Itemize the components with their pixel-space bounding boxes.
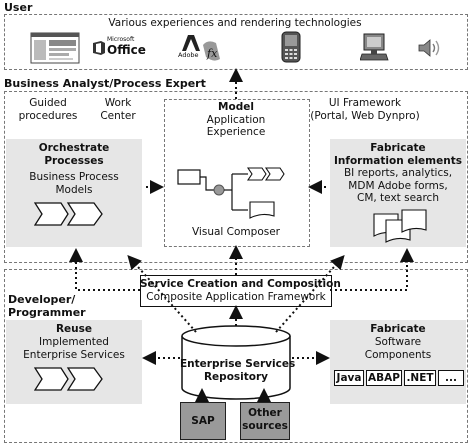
abap-badge: ABAP	[366, 370, 402, 386]
service-creation-title: Service Creation and Composition	[140, 278, 341, 290]
adobe-flex-logo: fx Adobe	[178, 33, 224, 65]
user-zone-subtitle: Various experiences and rendering techno…	[108, 17, 362, 29]
fabricate-sw-title: Fabricate	[370, 323, 426, 335]
browser-screenshot-icon	[30, 32, 80, 64]
java-badge: Java	[334, 370, 364, 386]
service-creation-box	[140, 275, 332, 307]
pda-device-icon	[280, 31, 302, 63]
desktop-computer-icon	[359, 32, 390, 62]
svg-text:fx: fx	[206, 47, 218, 60]
documents-stack-icon	[372, 208, 430, 246]
other-sources-box: Other sources	[240, 402, 290, 440]
developer-zone-title: Developer/Programmer	[8, 293, 86, 319]
user-zone-title: User	[4, 1, 33, 14]
fabricate-software-box	[330, 320, 466, 404]
service-creation-subtitle: Composite Application Framework	[146, 291, 326, 303]
sap-source-box: SAP	[180, 402, 226, 440]
reuse-title: Reuse	[55, 323, 93, 335]
analyst-zone	[4, 91, 468, 263]
composer-flow-icon	[174, 166, 294, 226]
repository-cylinder	[180, 324, 292, 402]
ui-framework-label: UI Framework(Portal, Web Dynpro)	[310, 97, 420, 122]
orchestrate-processes-box	[6, 139, 142, 247]
visual-composer-label: Visual Composer	[191, 226, 280, 238]
more-languages-badge: ...	[438, 370, 464, 386]
model-label: Model Application Experience	[206, 101, 266, 138]
dotnet-badge: .NET	[404, 370, 436, 386]
process-chevrons-icon	[33, 202, 104, 226]
fabricate-info-body: BI reports, analytics, MDM Adobe forms, …	[343, 167, 453, 204]
service-chevrons-icon	[33, 367, 104, 391]
analyst-zone-title: Business Analyst/Process Expert	[4, 77, 206, 90]
speaker-icon	[418, 38, 442, 58]
microsoft-office-logo: Microsoft Office	[92, 36, 146, 62]
